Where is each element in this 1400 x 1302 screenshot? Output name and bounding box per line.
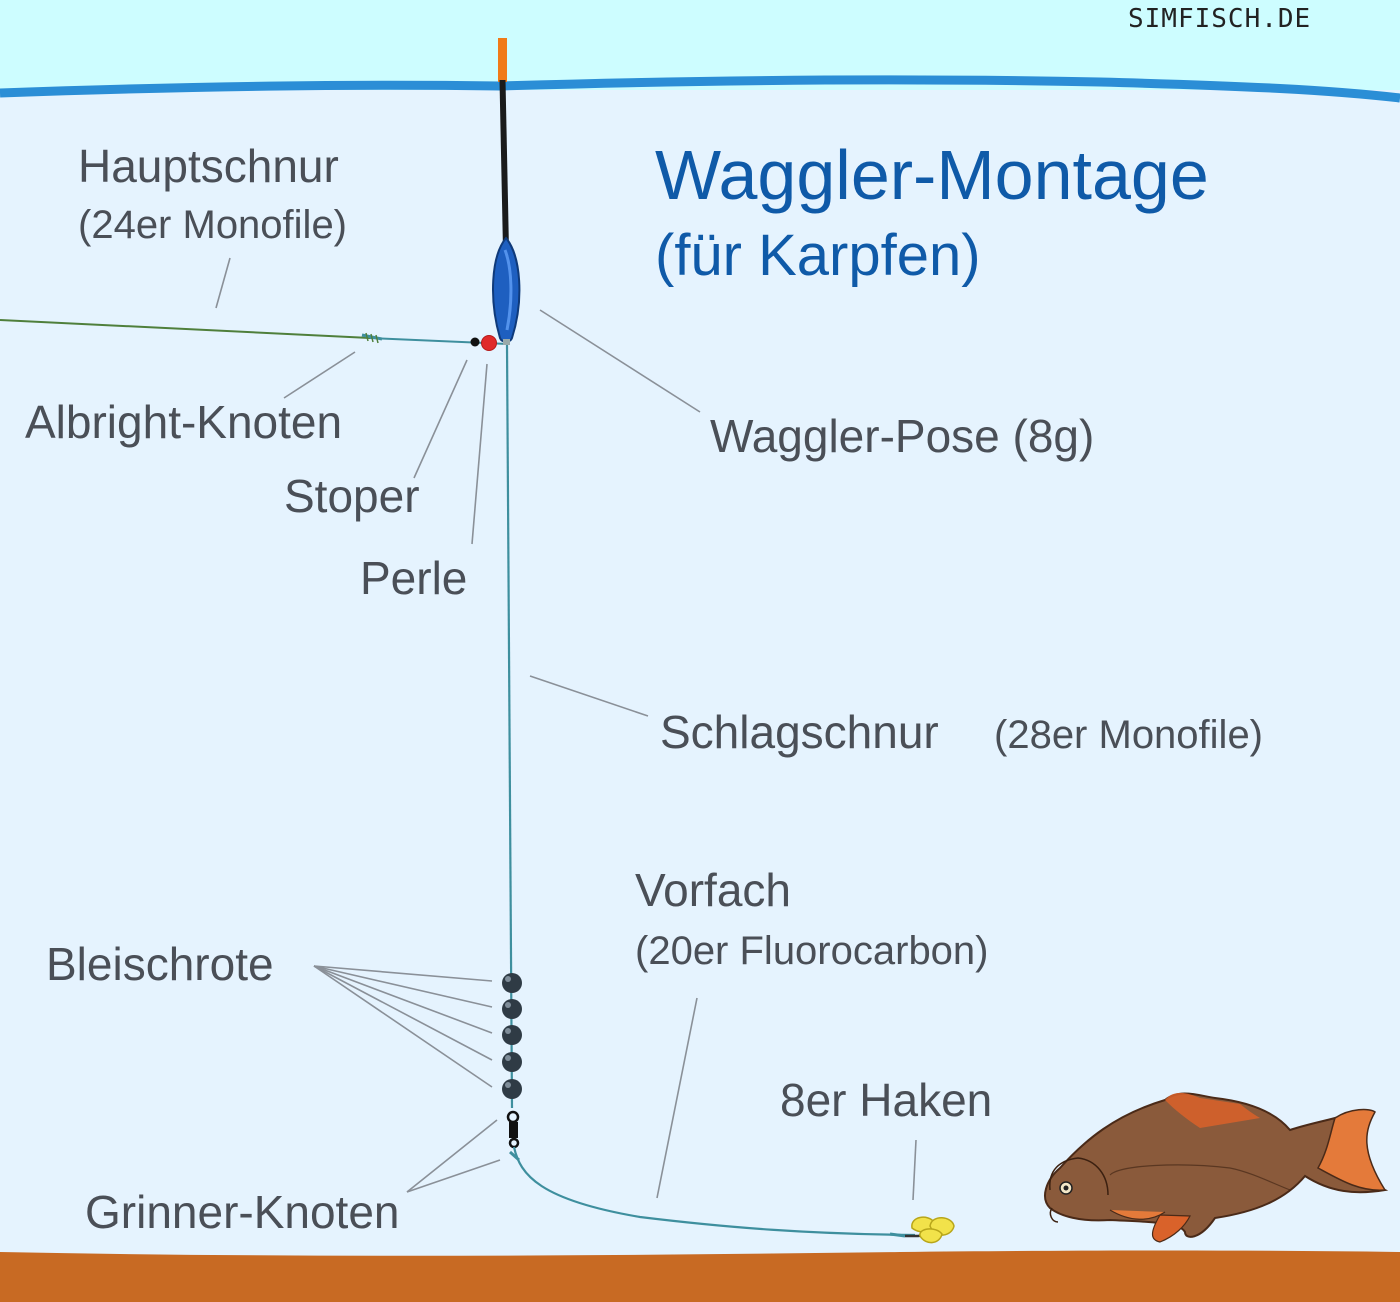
diagram-subtitle: (für Karpfen) [655, 223, 981, 288]
label-bleischrote: Bleischrote [46, 938, 274, 990]
diagram-title: Waggler-Montage [655, 136, 1209, 214]
label-albright-knoten: Albright-Knoten [25, 396, 343, 448]
lake-bottom [0, 1250, 1400, 1302]
albright-knot-icon [361, 332, 383, 344]
water-area [0, 90, 1400, 1270]
label-stoper: Stoper [284, 470, 420, 522]
label-grinner-knoten: Grinner-Knoten [85, 1186, 400, 1238]
pointer-lines [215, 257, 917, 1201]
bead-icon [481, 335, 497, 351]
stopper-icon [470, 337, 480, 347]
label-vorfach: Vorfach [635, 864, 791, 916]
hooklength-line [512, 1146, 916, 1237]
label-perle: Perle [360, 552, 468, 604]
water-surface [0, 75, 1400, 103]
carp-fish-icon [1044, 1092, 1389, 1243]
waggler-float-icon [492, 38, 521, 345]
label-schlagschnur: Schlagschnur [660, 706, 939, 758]
main-line [0, 319, 371, 339]
corn-bait-icon [911, 1216, 955, 1244]
grinner-knot-icon [509, 1150, 520, 1162]
brand-watermark: SIMFISCH.DE [1128, 4, 1312, 34]
label-hauptschnur-spec: (24er Monofile) [78, 203, 348, 247]
label-haken: 8er Haken [780, 1074, 993, 1126]
label-schlagschnur-spec: (28er Monofile) [994, 713, 1264, 757]
label-hauptschnur: Hauptschnur [78, 140, 339, 192]
grinner-knot-hook-icon [889, 1232, 906, 1238]
split-shot-icon [502, 973, 522, 1099]
label-vorfach-spec: (20er Fluorocarbon) [635, 929, 989, 973]
label-waggler-pose: Waggler-Pose (8g) [710, 410, 1095, 462]
